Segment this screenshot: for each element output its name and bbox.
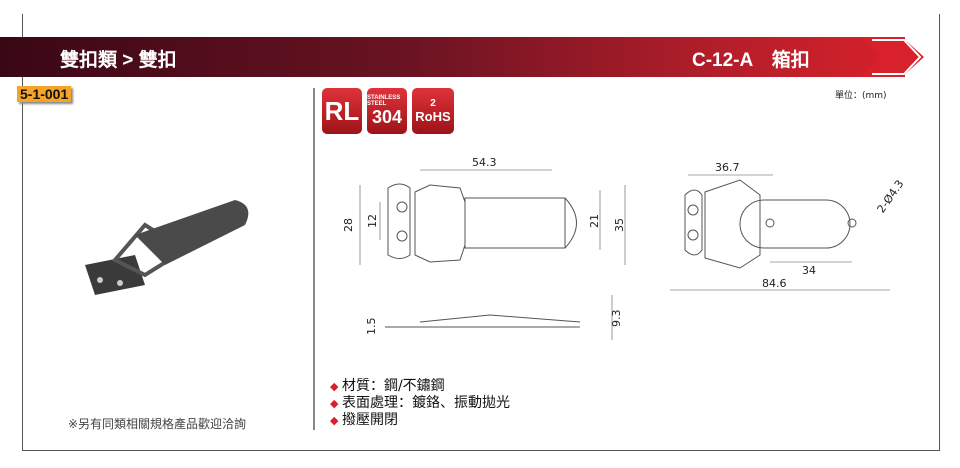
technical-drawing: 54.3 28 12 21 35 36.7 2-Ø4.3 34 84.6 1.5… — [342, 156, 907, 340]
dim-35: 35 — [613, 218, 626, 232]
unit-label: 單位：(mm) — [835, 91, 887, 101]
dim-width: 54.3 — [472, 156, 497, 169]
divider — [313, 88, 315, 430]
page-frame — [22, 14, 940, 451]
category-title: 雙扣類 > 雙扣 — [60, 50, 177, 71]
spec-finish: 表面處理：鍍鉻、振動拋光 — [330, 395, 510, 412]
dim-side-height: 9.3 — [610, 310, 623, 328]
steel-grade: 304 — [371, 106, 403, 127]
product-title: C-12-A 箱扣 — [692, 50, 810, 71]
rohs-label: RoHS — [415, 109, 451, 124]
spec-material: 材質：鋼/不鏽鋼 — [330, 378, 510, 395]
dim-hole-diameter: 2-Ø4.3 — [875, 178, 907, 216]
arrow-icon — [862, 37, 924, 77]
dim-34: 34 — [802, 264, 816, 277]
dim-height-28: 28 — [342, 218, 355, 232]
rl-badge: RL — [322, 88, 362, 134]
rohs-number: 2 — [430, 98, 436, 109]
dim-overall: 84.6 — [762, 277, 787, 290]
steel-label: STAINLESS STEEL — [367, 94, 401, 107]
spec-operation: 撥壓開閉 — [330, 412, 510, 429]
dim-36-7: 36.7 — [715, 161, 740, 174]
spec-list: 材質：鋼/不鏽鋼 表面處理：鍍鉻、振動拋光 撥壓開閉 — [330, 378, 510, 429]
header-bar — [0, 37, 905, 77]
dim-hole-spacing: 12 — [366, 214, 379, 228]
product-code: 5-1-001 — [17, 86, 72, 102]
product-photo — [85, 200, 249, 295]
dim-thickness: 1.5 — [365, 318, 378, 336]
dim-21: 21 — [588, 214, 601, 228]
inquiry-note: ※另有同類相關規格產品歡迎洽詢 — [68, 417, 247, 431]
